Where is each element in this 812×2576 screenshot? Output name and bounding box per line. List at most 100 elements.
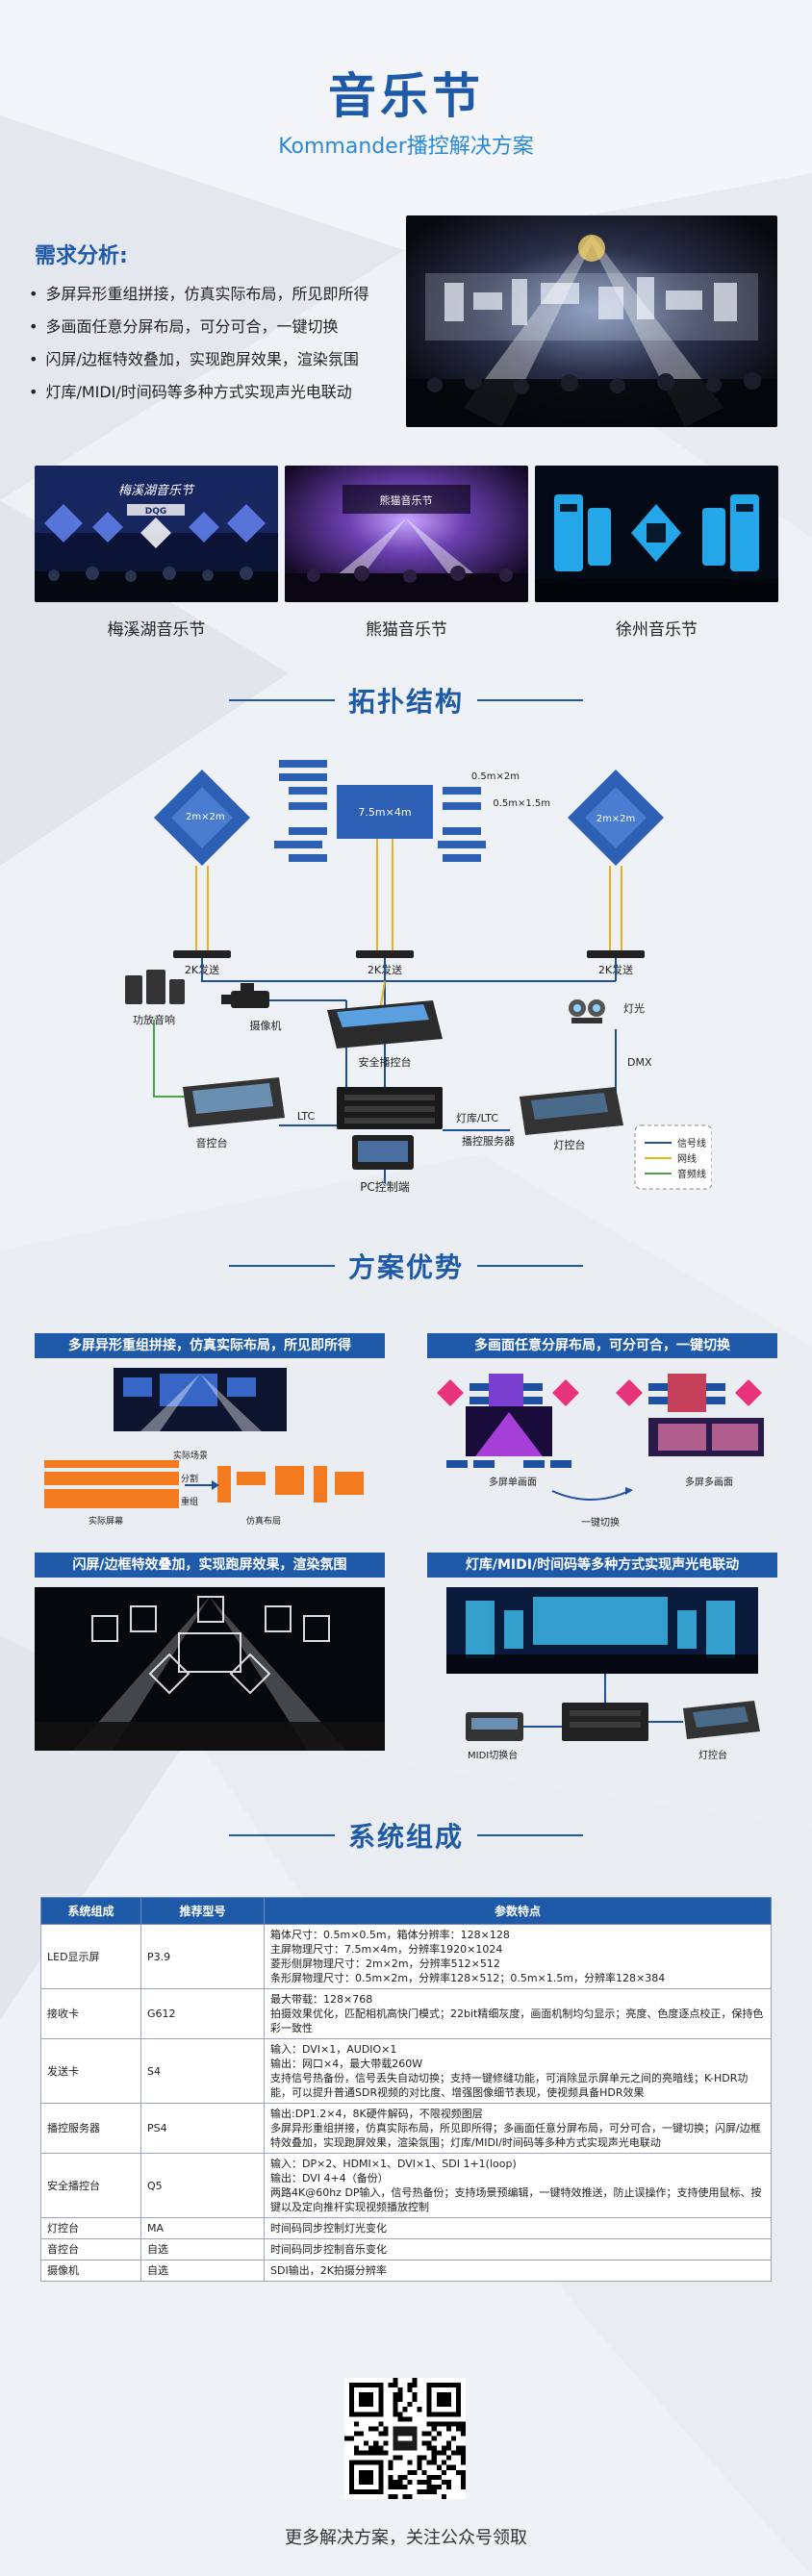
param-line: 菱形侧屏物理尺寸：2m×2m，分辨率512×512	[270, 1957, 500, 1970]
console-label: 安全播控台	[359, 1055, 412, 1069]
cell-component: 发送卡	[40, 2038, 141, 2104]
light-desk-icon	[520, 1087, 623, 1135]
svg-text:梅溪湖音乐节: 梅溪湖音乐节	[118, 483, 195, 498]
needs-title: 需求分析:	[35, 244, 128, 268]
table-header-row: 系统组成 推荐型号 参数特点	[40, 1897, 772, 1925]
param-line: 拍摄效果优化，匹配相机高快门模式；22bit精细灰度，画面机制均匀显示；亮度、色…	[270, 2008, 764, 2034]
param-line: 输入：DVI×1，AUDIO×1	[270, 2043, 397, 2056]
need-item: 多画面任意分屏布局，可分可合，一键切换	[29, 317, 368, 337]
table-header: 参数特点	[264, 1897, 772, 1925]
dim-bar1: 0.5m×2m	[471, 771, 520, 782]
cell-model: G612	[140, 1988, 265, 2039]
adv2-label-multi: 多屏多画面	[685, 1477, 733, 1488]
cell-params: 输入：DVI×1，AUDIO×1 输出：网口×4，最大带载260W 支持信号热备份，…	[264, 2038, 772, 2104]
param-line: 两路4K@60hz DP输入，信号热备份；支持场景预编辑，一键特效推送，防止误操…	[270, 2186, 762, 2213]
cell-component: 安全播控台	[40, 2153, 141, 2218]
cell-model: PS4	[140, 2103, 265, 2154]
hero-stage-photo	[406, 215, 777, 427]
cell-component: LED显示屏	[40, 1924, 141, 1989]
page-title: 音乐节	[328, 68, 484, 124]
speaker-label: 功放音响	[133, 1013, 175, 1026]
section-title: 方案优势	[347, 1251, 464, 1283]
audio-desk-icon	[183, 1077, 285, 1127]
advantage-3-photo	[35, 1587, 385, 1751]
cell-params: SDI输出，2K拍摄分辨率	[264, 2260, 772, 2282]
advantage-title: 灯库/MIDI/时间码等多种方式实现声光电联动	[427, 1553, 777, 1578]
cell-params: 输出:DP1.2×4，8K硬件解码，不限视频图层多屏异形重组拼接，仿真实际布局，…	[264, 2103, 772, 2154]
dim-bar2: 0.5m×1.5m	[493, 798, 550, 809]
param-line: 主屏物理尺寸：7.5m×4m，分辨率1920×1024	[270, 1943, 503, 1956]
legend-label: 信号线	[677, 1137, 706, 1149]
section-title: 系统组成	[347, 1821, 464, 1853]
table-row: 音控台自选时间码同步控制音乐变化	[40, 2238, 772, 2260]
lib-ltc-label: 灯库/LTC	[456, 1112, 498, 1124]
case-caption: 徐州音乐节	[616, 620, 698, 640]
adv1-label-scene: 实际场景	[173, 1452, 209, 1461]
section-header-advantages: 方案优势	[0, 1247, 812, 1285]
param-line: 多屏异形重组拼接，仿真实际布局，所见即所得；多画面任意分屏布局，可分可合，一键切…	[270, 2122, 761, 2149]
legend-label: 网线	[677, 1152, 697, 1165]
advantage-title: 闪屏/边框特效叠加，实现跑屏效果，渲染氛围	[35, 1553, 385, 1578]
cell-model: 自选	[140, 2260, 265, 2282]
adv2-label-switch: 一键切换	[581, 1518, 620, 1528]
need-item: 多屏异形重组拼接，仿真实际布局，所见即所得	[29, 285, 368, 304]
dmx-label: DMX	[627, 1056, 652, 1069]
cell-params: 输入：DP×2、HDMI×1、DVI×1、SDI 1+1(loop)输出：DVI…	[264, 2153, 772, 2218]
speakers-icon	[125, 970, 185, 1004]
adv1-label-regroup: 重组	[181, 1498, 199, 1507]
midi-desk-icon	[466, 1712, 523, 1741]
advantage-title: 多屏异形重组拼接，仿真实际布局，所见即所得	[35, 1333, 385, 1358]
cell-component: 灯控台	[40, 2217, 141, 2239]
legend-label: 音频线	[677, 1168, 706, 1180]
param-line: 输入：DP×2、HDMI×1、DVI×1、SDI 1+1(loop)	[270, 2158, 517, 2170]
param-line: SDI输出，2K拍摄分辨率	[270, 2264, 387, 2277]
case-photo-meixihu: 梅溪湖音乐节 DQG	[35, 466, 278, 602]
qr-code-icon	[344, 2378, 466, 2499]
topology-diagram: 7.5m×4m 2m×2m 0.5m×2m 0.5m×1.5m 2K发送 2K发…	[125, 760, 712, 1194]
table-row: 摄像机自选 SDI输出，2K拍摄分辨率	[40, 2260, 772, 2282]
dim-right: 2m×2m	[596, 814, 636, 824]
light-label: 灯光	[623, 1001, 645, 1015]
cell-model: Q5	[140, 2153, 265, 2218]
needs-list: 多屏异形重组拼接，仿真实际布局，所见即所得 多画面任意分屏布局，可分可合，一键切…	[29, 285, 368, 416]
need-item: 闪屏/边框特效叠加，实现跑屏效果，渲染氛围	[29, 350, 368, 369]
section-title: 拓扑结构	[347, 686, 464, 718]
param-line: 支持信号热备份，信号丢失自动切换；支持一键修缝功能，可消除显示屏单元之间的亮暗线…	[270, 2072, 749, 2099]
server-label: 播控服务器	[462, 1134, 515, 1148]
pc-label: PC控制端	[360, 1180, 410, 1194]
param-line: 箱体尺寸：0.5m×0.5m，箱体分辨率：128×128	[270, 1929, 510, 1941]
audio-line	[153, 1020, 202, 1098]
cell-model: 自选	[140, 2238, 265, 2260]
main-screen	[337, 785, 433, 839]
cell-model: MA	[140, 2217, 265, 2239]
light-desk-label: 灯控台	[554, 1138, 586, 1151]
advantage-title: 多画面任意分屏布局，可分可合，一键切换	[427, 1333, 777, 1358]
safe-console-icon	[327, 1000, 443, 1048]
pc-icon	[352, 1135, 414, 1170]
advantage-2-illustration	[437, 1374, 764, 1501]
param-line: 时间码同步控制音乐变化	[270, 2243, 387, 2256]
advantage-1-illustration	[44, 1368, 364, 1508]
cell-model: S4	[140, 2038, 265, 2104]
ltc-label: LTC	[297, 1110, 316, 1123]
case-caption: 梅溪湖音乐节	[107, 620, 206, 640]
param-line: 条形屏物理尺寸：0.5m×2m，分辨率128×512；0.5m×1.5m，分辨率…	[270, 1972, 666, 1984]
section-header-system: 系统组成	[0, 1816, 812, 1855]
light-icon	[569, 999, 605, 1023]
cell-model: P3.9	[140, 1924, 265, 1989]
footer-text: 更多解决方案，关注公众号领取	[285, 2528, 527, 2548]
need-item: 灯库/MIDI/时间码等多种方式实现声光电联动	[29, 383, 368, 402]
page-subtitle: Kommander播控解决方案	[278, 135, 534, 159]
case-logo: DQG	[145, 507, 167, 517]
camera-label: 摄像机	[250, 1019, 282, 1032]
param-line: 输出：网口×4，最大带载260W	[270, 2058, 423, 2070]
cell-component: 摄像机	[40, 2260, 141, 2282]
cell-component: 音控台	[40, 2238, 141, 2260]
cell-component: 接收卡	[40, 1988, 141, 2039]
light-desk-icon	[683, 1701, 760, 1739]
